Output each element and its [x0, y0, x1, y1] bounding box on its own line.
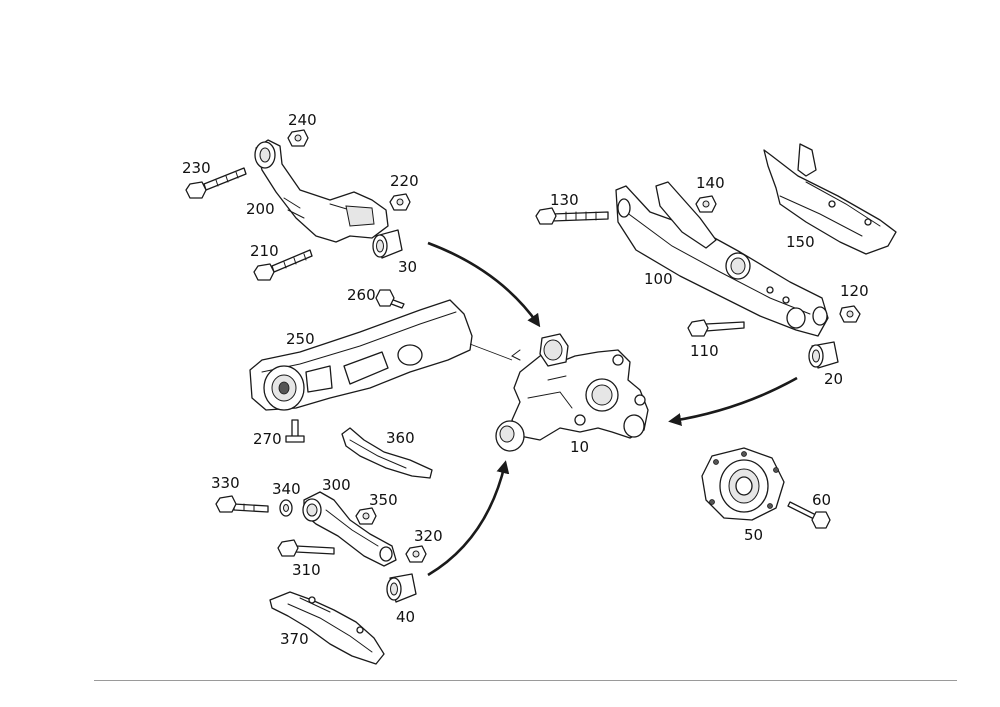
callout-350: 350: [369, 491, 398, 509]
bolt-230: [185, 167, 247, 199]
callout-60: 60: [812, 491, 831, 509]
callout-270: 270: [253, 430, 282, 448]
callout-230: 230: [182, 159, 211, 177]
callout-40: 40: [396, 608, 415, 626]
nut-240: [287, 129, 309, 147]
bolt-60: [787, 501, 831, 529]
callout-100: 100: [644, 270, 673, 288]
spring-link-100: [615, 181, 829, 337]
callout-10: 10: [570, 438, 589, 456]
bolt-130: [535, 207, 609, 225]
nut-320: [405, 545, 427, 563]
washer-340: [279, 499, 293, 517]
callout-210: 210: [250, 242, 279, 260]
assembly-arrow-lower: [427, 460, 510, 577]
nut-120: [839, 305, 861, 323]
callout-250: 250: [286, 330, 315, 348]
assembly-arrow-right: [668, 376, 798, 426]
callout-120: 120: [840, 282, 869, 300]
callout-150: 150: [786, 233, 815, 251]
callout-360: 360: [386, 429, 415, 447]
spring-link-cover-150: [763, 143, 897, 255]
camber-strut-200: [254, 139, 389, 243]
bolt-260: [375, 289, 405, 309]
callout-340: 340: [272, 480, 301, 498]
callout-240: 240: [288, 111, 317, 129]
callout-310: 310: [292, 561, 321, 579]
callout-110: 110: [690, 342, 719, 360]
bracket-360: [341, 427, 433, 479]
bushing-40: [386, 573, 417, 603]
bolt-210: [253, 249, 313, 281]
footer-rule: [94, 680, 957, 681]
callout-130: 130: [550, 191, 579, 209]
callout-320: 320: [414, 527, 443, 545]
wheel-carrier-10: [495, 333, 649, 452]
callout-300: 300: [322, 476, 351, 494]
callout-260: 260: [347, 286, 376, 304]
transverse-link-250: [249, 299, 513, 411]
nut-140: [695, 195, 717, 213]
callout-330: 330: [211, 474, 240, 492]
toe-link-300: [302, 491, 397, 567]
callout-220: 220: [390, 172, 419, 190]
callout-140: 140: [696, 174, 725, 192]
bolt-330: [215, 495, 269, 513]
bolt-110: [687, 319, 745, 337]
nut-220: [389, 193, 411, 211]
callout-30: 30: [398, 258, 417, 276]
bushing-30: [372, 229, 403, 259]
underbody-panel-370: [269, 591, 385, 665]
callout-370: 370: [280, 630, 309, 648]
callout-200: 200: [246, 200, 275, 218]
nut-350: [355, 507, 377, 525]
assembly-arrow-upper: [427, 241, 541, 328]
bolt-270: [285, 419, 305, 443]
bushing-20: [808, 341, 839, 369]
wheel-hub-50: [701, 447, 785, 521]
bolt-310: [277, 539, 335, 557]
callout-20: 20: [824, 370, 843, 388]
callout-50: 50: [744, 526, 763, 544]
